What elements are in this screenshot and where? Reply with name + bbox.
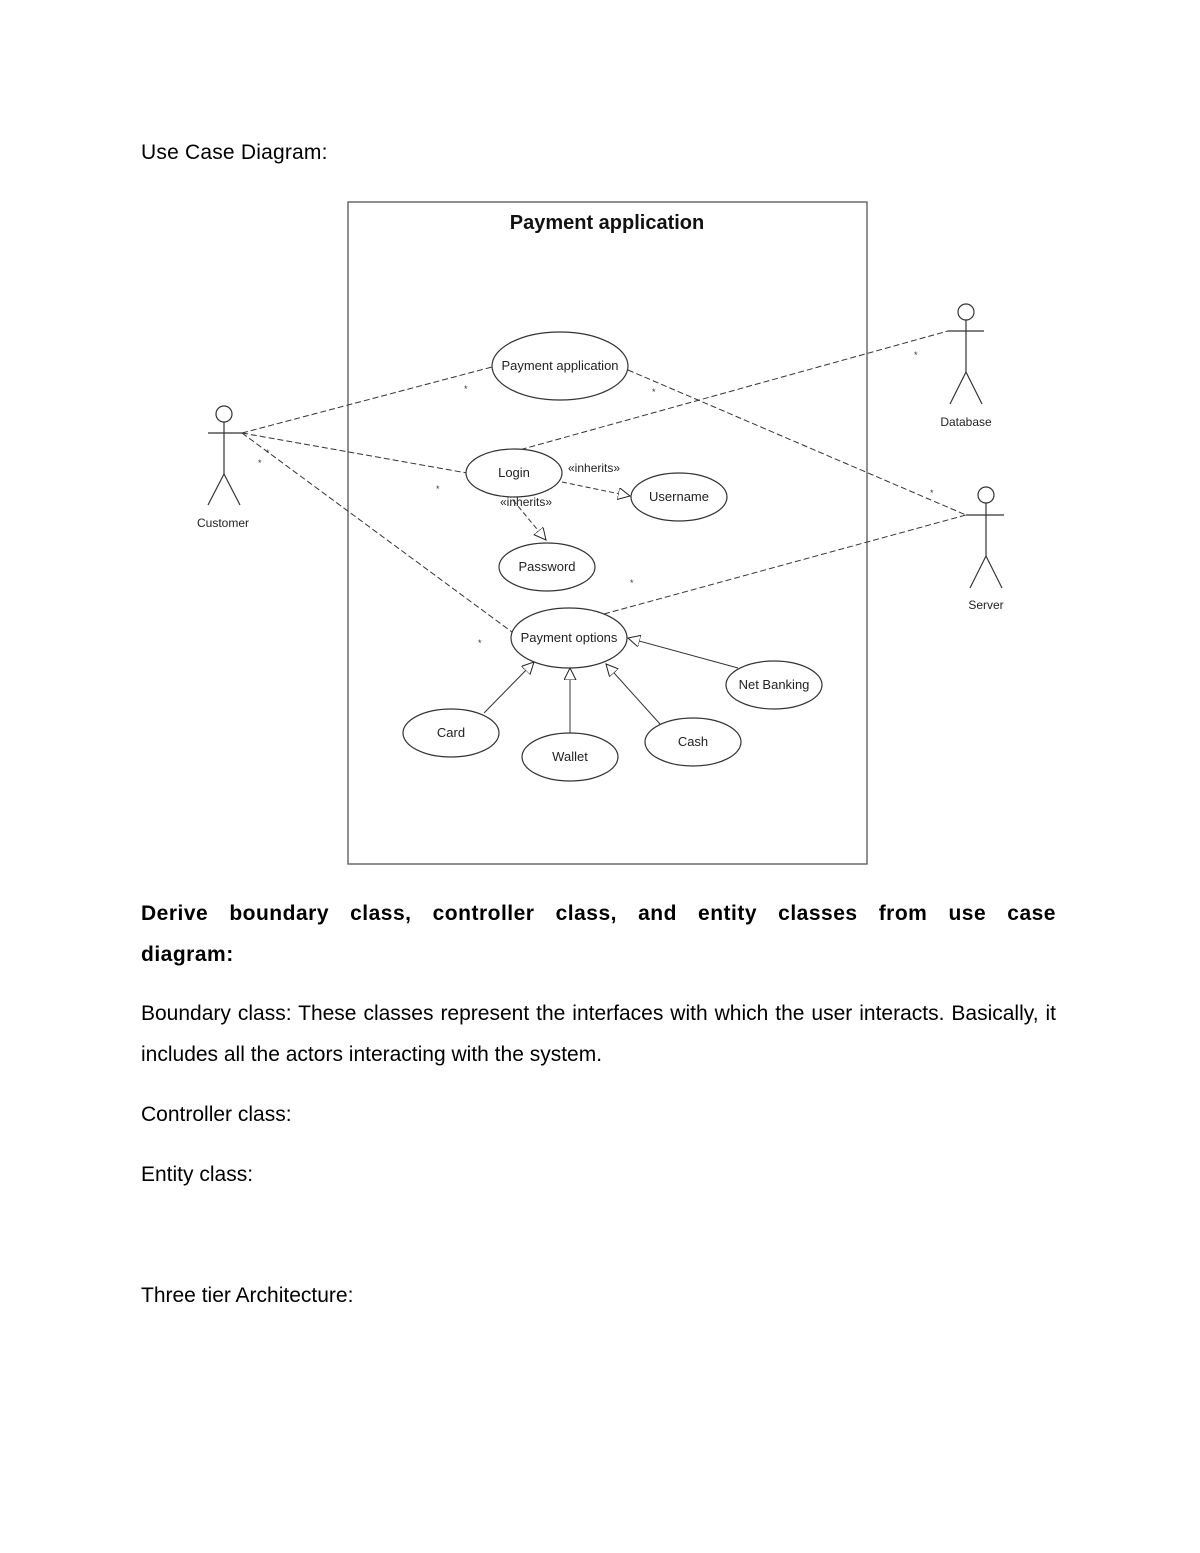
three-tier-architecture-label: Three tier Architecture: xyxy=(141,1284,354,1307)
inherits-arrow-password xyxy=(507,493,546,540)
assoc-payment-app-server xyxy=(627,369,967,516)
inherits-arrow-username xyxy=(561,481,630,496)
multiplicity-mark: * xyxy=(930,488,934,498)
use-case-wallet xyxy=(521,732,619,782)
multiplicity-mark: * xyxy=(652,387,656,397)
controller-class-label: Controller class: xyxy=(141,1103,292,1126)
multiplicity-mark: * xyxy=(914,350,918,360)
entity-class-label: Entity class: xyxy=(141,1163,254,1186)
generalization-cash xyxy=(606,664,661,725)
actor-label-database: Database xyxy=(940,415,992,429)
use-case-label-payment-application: Payment application xyxy=(501,358,618,373)
generalization-net-banking xyxy=(628,638,739,669)
system-title: Payment application xyxy=(510,212,705,234)
actor-customer xyxy=(207,405,242,506)
system-boundary xyxy=(347,201,868,865)
use-case-payment-options xyxy=(510,607,628,669)
use-case-label-payment-options: Payment options xyxy=(521,630,618,645)
use-case-label-password: Password xyxy=(518,559,575,574)
stereotype-login-password: «inherits» xyxy=(500,495,552,509)
use-case-label-username: Username xyxy=(649,489,709,504)
assoc-customer-payment-options xyxy=(241,432,513,633)
multiplicity-mark: * xyxy=(258,458,262,468)
actor-customer-head xyxy=(215,405,233,423)
actor-server xyxy=(966,486,1004,589)
use-case-label-cash: Cash xyxy=(678,734,708,749)
assoc-customer-payment-app xyxy=(241,366,493,434)
assoc-customer-login xyxy=(241,432,468,474)
use-case-label-wallet: Wallet xyxy=(552,749,588,764)
use-case-label-card: Card xyxy=(437,725,465,740)
use-case-card xyxy=(402,708,500,758)
use-case-password xyxy=(498,542,596,592)
stereotype-login-username: «inherits» xyxy=(568,461,620,475)
use-case-payment-application xyxy=(491,331,629,401)
use-case-username xyxy=(630,472,728,522)
derive-classes-heading: Derive boundary class, controller class,… xyxy=(141,902,1056,966)
generalization-card xyxy=(483,662,534,714)
use-case-diagram: Payment application «inherits» xyxy=(197,201,1004,865)
use-case-label-net-banking: Net Banking xyxy=(739,677,810,692)
actor-server-head xyxy=(977,486,995,504)
use-case-cash xyxy=(644,717,742,767)
actor-label-customer: Customer xyxy=(197,516,249,530)
use-case-login xyxy=(465,448,563,498)
assoc-payment-options-server xyxy=(603,514,967,615)
multiplicity-mark: * xyxy=(630,578,634,588)
multiplicity-mark: * xyxy=(266,448,270,458)
actor-database-head xyxy=(957,303,975,321)
use-case-net-banking xyxy=(725,660,823,710)
assoc-login-database xyxy=(511,330,949,453)
use-case-diagram-heading: Use Case Diagram: xyxy=(141,141,328,164)
multiplicity-mark: * xyxy=(464,384,468,394)
actor-label-server: Server xyxy=(968,598,1003,612)
use-case-label-login: Login xyxy=(498,465,530,480)
actor-database xyxy=(948,303,984,405)
multiplicity-mark: * xyxy=(478,638,482,648)
multiplicity-mark: * xyxy=(436,484,440,494)
use-case-diagram-svg: Payment application «inherits» xyxy=(197,201,1004,865)
boundary-class-paragraph: Boundary class: These classes represent … xyxy=(141,1002,1056,1066)
